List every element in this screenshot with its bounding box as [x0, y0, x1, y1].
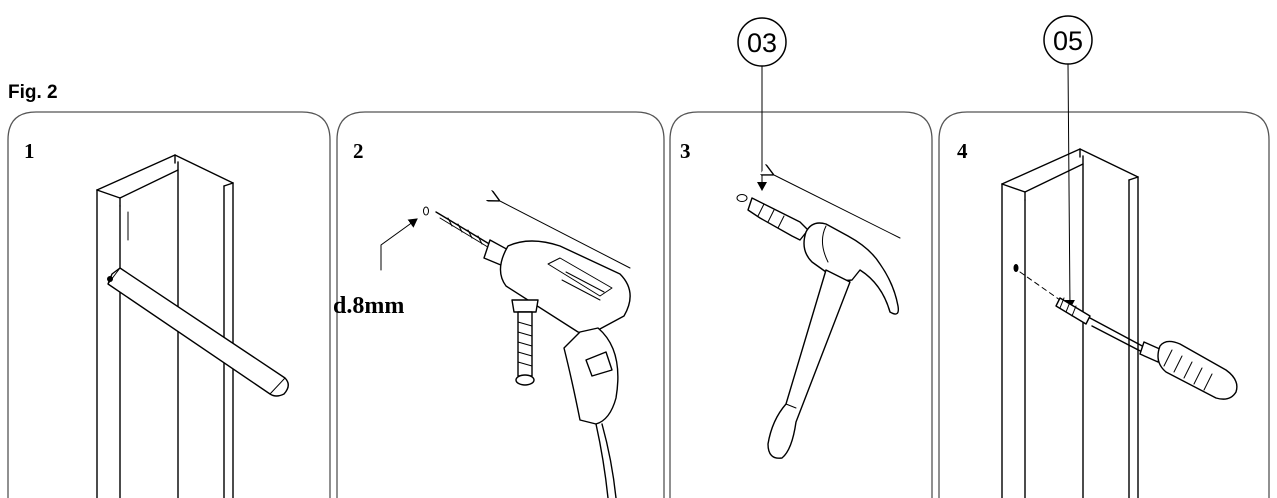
screw-icon [1013, 264, 1091, 325]
hole-diameter-label: d.8mm [333, 293, 404, 319]
step-1-frame [7, 111, 331, 498]
callout-03-label: 03 [747, 28, 777, 58]
step-1-panel: 1 [7, 111, 331, 498]
callout-05-leader [1064, 63, 1075, 309]
callout-05-label: 05 [1053, 26, 1083, 56]
hammer-direction-arrow [772, 174, 901, 239]
step-3-panel: 3 03 [669, 17, 933, 498]
drill-hole [423, 206, 429, 216]
step-2-number: 2 [353, 139, 364, 163]
step-4-frame [938, 111, 1270, 498]
power-drill-icon [435, 211, 631, 498]
step-4-number: 4 [957, 139, 968, 163]
wall-plug-icon [736, 194, 809, 241]
step-4-panel: 4 05 [938, 15, 1270, 498]
step-2-frame [336, 111, 665, 498]
screwdriver-icon [1089, 317, 1238, 400]
pencil-icon [107, 267, 289, 397]
drill-direction-arrow [498, 200, 631, 269]
step-3-number: 3 [680, 139, 691, 163]
wall-profile-1 [96, 154, 234, 498]
hammer-icon [767, 222, 900, 459]
wall-profile-4 [1001, 148, 1139, 498]
dimension-leader [380, 218, 418, 271]
figure-label: Fig. 2 [8, 82, 58, 103]
step-3-frame [669, 111, 933, 498]
step-2-panel: 2 d.8mm [333, 111, 665, 498]
step-1-number: 1 [24, 139, 35, 163]
